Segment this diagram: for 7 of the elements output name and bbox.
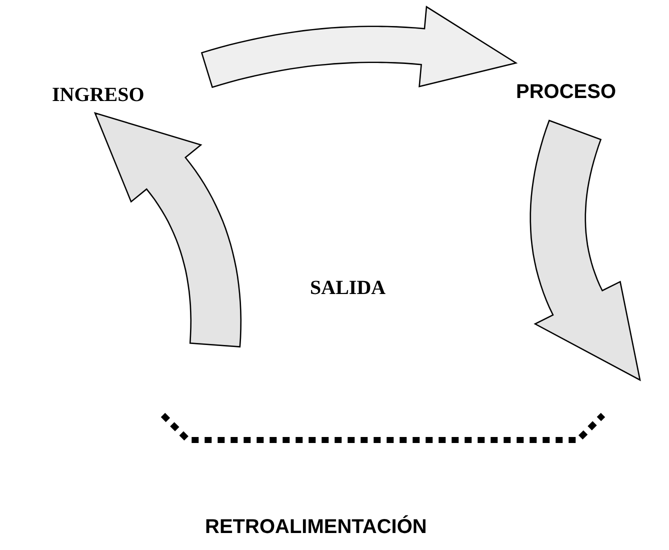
block-arrow <box>530 120 641 382</box>
stage-label: RETROALIMENTACIÓN <box>205 516 427 539</box>
stage-label: SALIDA <box>310 277 386 300</box>
block-arrow <box>200 6 518 88</box>
block-arrow <box>94 112 242 348</box>
stage-label: PROCESO <box>516 81 616 104</box>
stage-label: INGRESO <box>52 84 144 107</box>
